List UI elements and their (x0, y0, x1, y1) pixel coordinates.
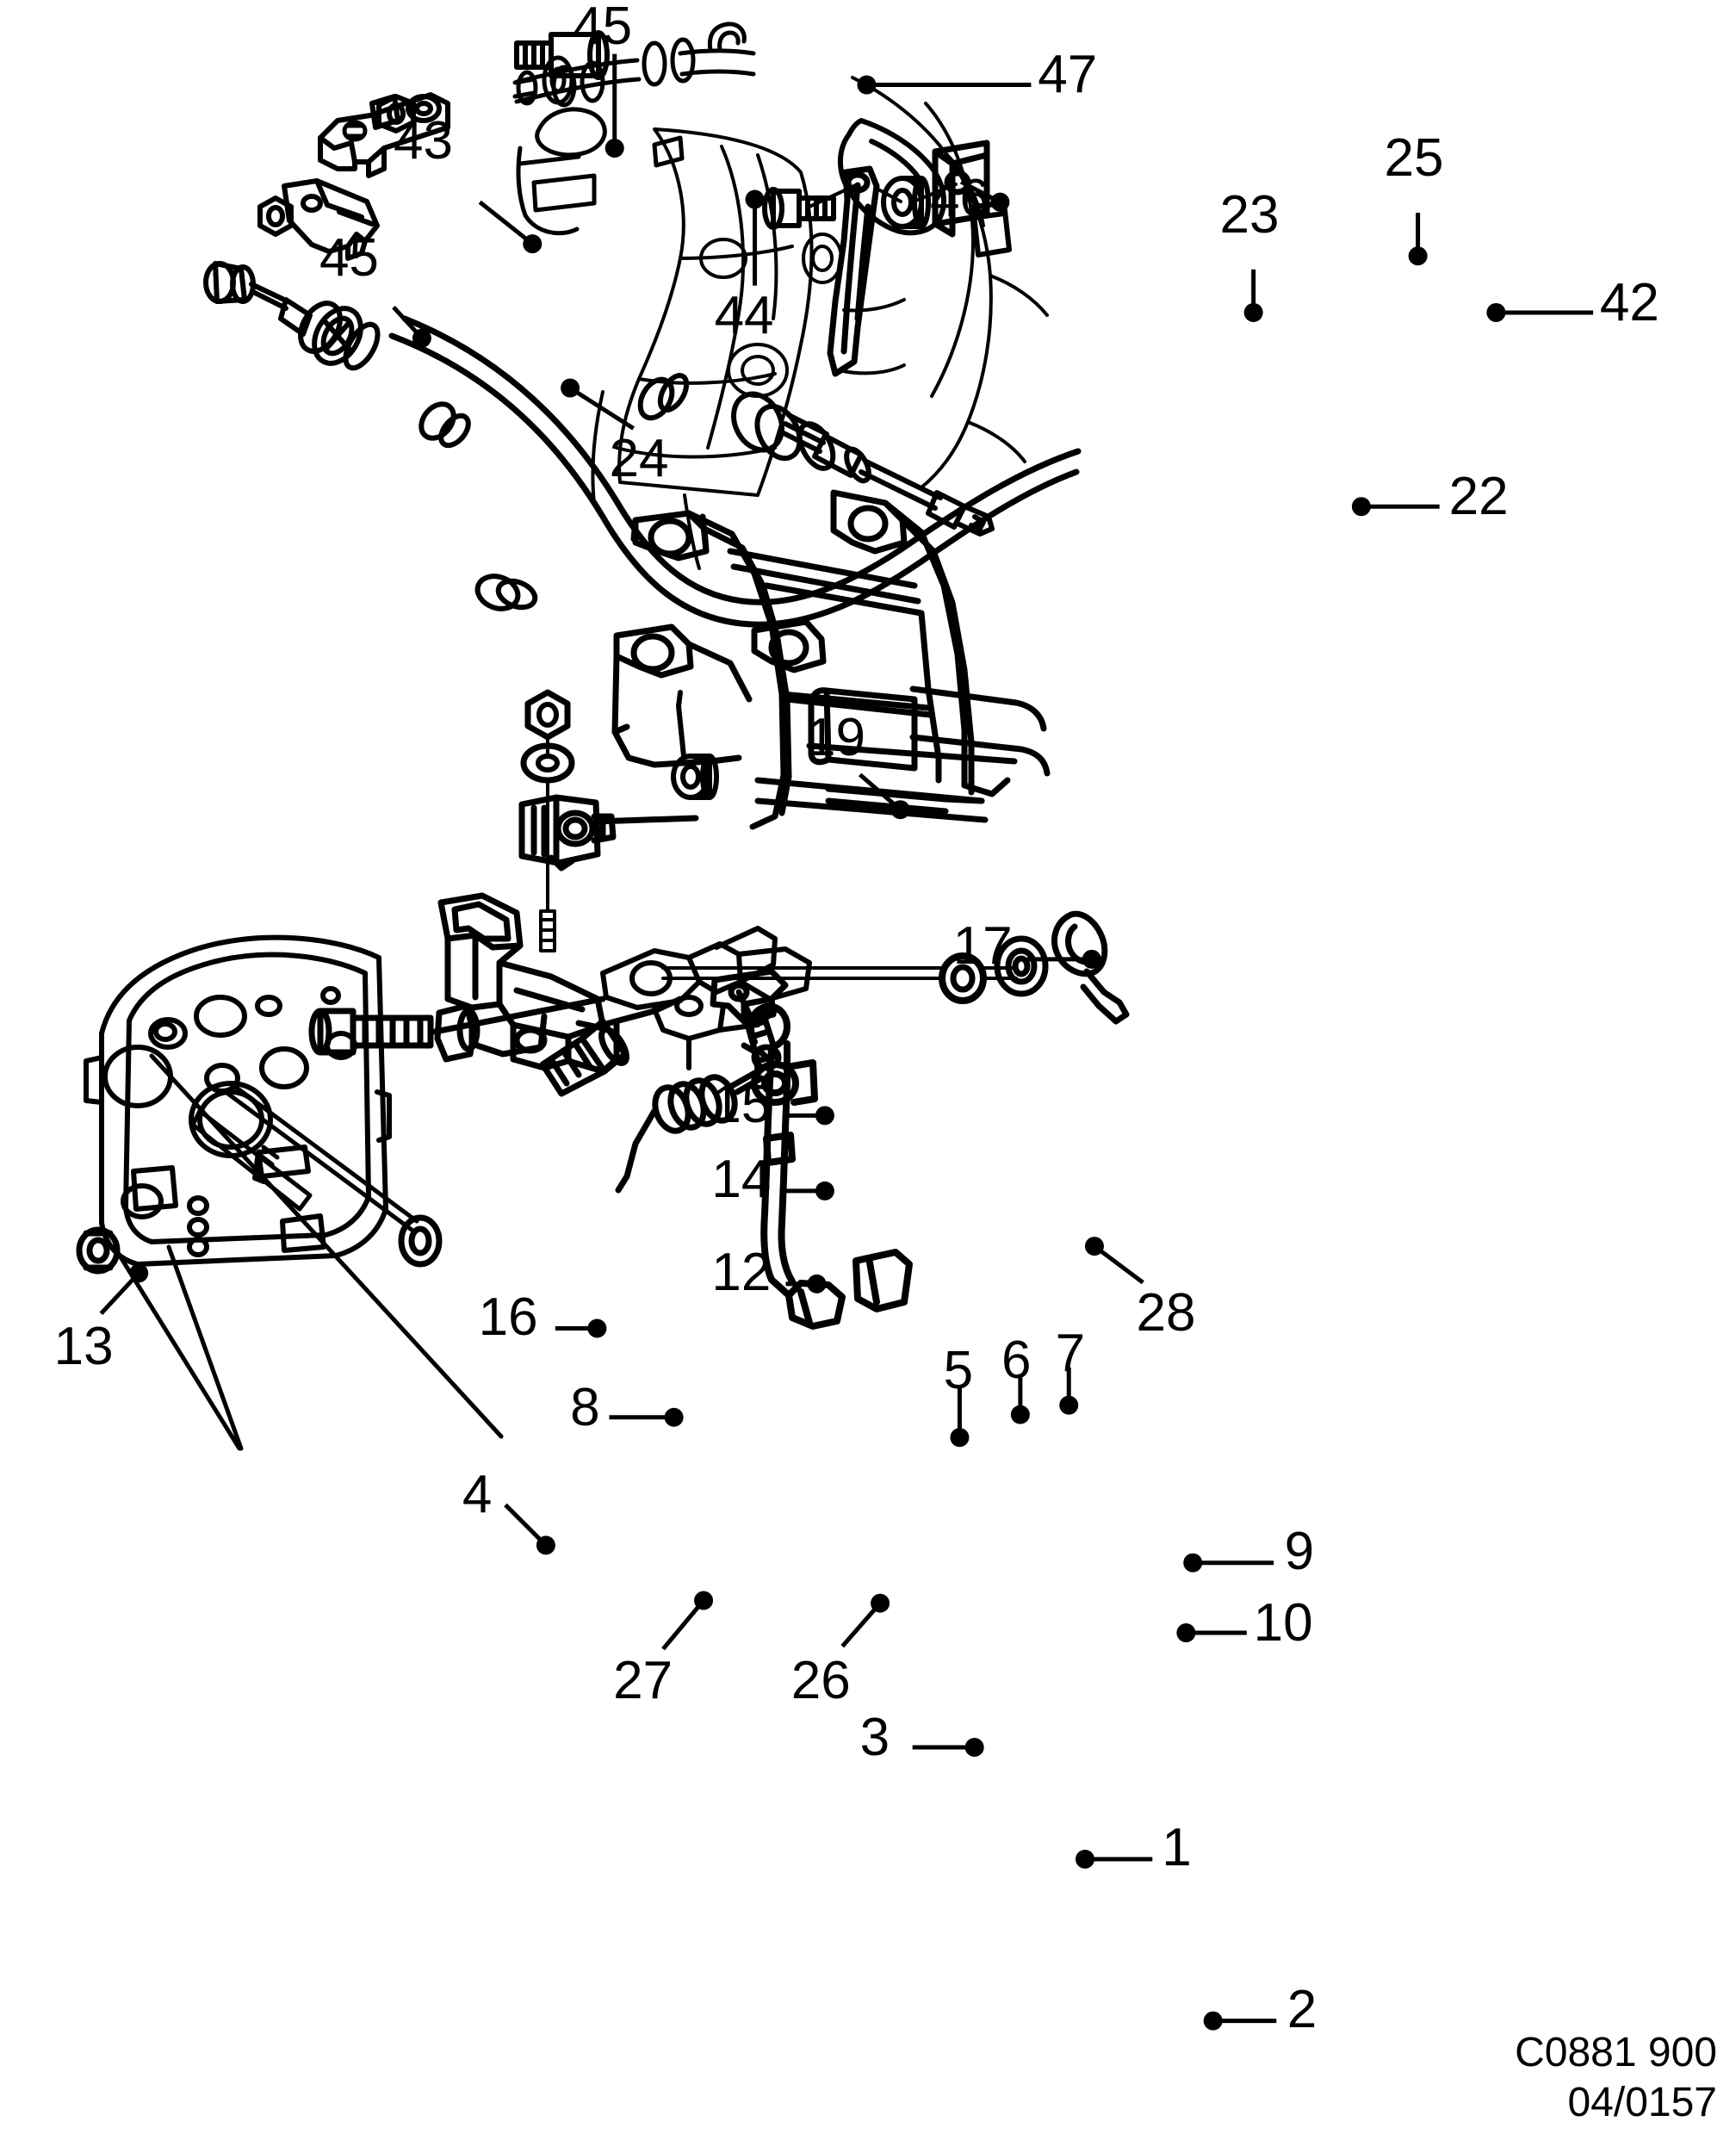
lock-nut-15 (528, 692, 567, 737)
cable-retainer-24 (282, 178, 380, 261)
callout-45-nut: 45 (319, 228, 379, 288)
pedal-pad-2 (852, 1249, 913, 1312)
callout-17-pedal-bracket: 17 (952, 916, 1013, 977)
callout-43-cable-bracket: 43 (394, 110, 453, 171)
bushing-16 (398, 1214, 443, 1268)
callout-44-bushing: 44 (714, 286, 774, 346)
callout-24-cable-retainer: 24 (609, 429, 669, 489)
grommet-13 (76, 1226, 121, 1275)
callout-19-clutch-cable: 19 (806, 708, 865, 767)
callout-15-lock-nut: 15 (711, 1074, 772, 1134)
callout-22-release-lever: 22 (1448, 466, 1509, 526)
callout-23-bolt: 23 (1219, 185, 1280, 245)
cable-end-right (731, 391, 995, 537)
bushing-28 (671, 690, 719, 800)
callout-27-bushing: 27 (613, 1651, 673, 1711)
cable-clamp-mid (418, 401, 471, 449)
washer-47 (542, 55, 574, 105)
callout-8-pedal-bracket-support: 8 (570, 1377, 600, 1437)
callout-1-clutch-pedal: 1 (1162, 1818, 1192, 1878)
callout-26-bolt: 26 (790, 1651, 851, 1711)
release-lever-22 (827, 165, 880, 377)
cotter-clip-7 (1051, 910, 1130, 1025)
bushing-25 (881, 176, 931, 229)
cable-clamp-lower (474, 574, 538, 611)
cable-end-left (203, 261, 381, 371)
drawing-code: C0881 900 (1515, 2030, 1717, 2075)
transmission-housing (591, 76, 1049, 570)
nut-45-lower (257, 195, 294, 237)
bolt-26 (539, 1018, 629, 1097)
revision-code: 04/0157 (1567, 2080, 1717, 2125)
callout-47-bolt: 47 (1038, 45, 1098, 105)
bushing-27 (434, 1002, 480, 1063)
callout-2-pedal-pad: 2 (1286, 1979, 1318, 2039)
clutch-cable-19 (203, 261, 1082, 628)
callout-14-washer: 14 (711, 1150, 772, 1210)
callout-10-screw: 10 (1253, 1592, 1313, 1653)
washer-6 (994, 935, 1049, 997)
callout-6-washer: 6 (1001, 1330, 1032, 1390)
callout-45-nut: 45 (573, 0, 633, 56)
callout-25-bushing: 25 (1384, 128, 1444, 189)
cable-clevis-12 (518, 794, 699, 872)
callout-16-bushing: 16 (478, 1287, 538, 1347)
callout-4-bolt: 4 (462, 1465, 493, 1525)
callout-46-bracket: 46 (930, 169, 989, 229)
callout-5-bushing: 5 (943, 1341, 974, 1401)
nut-45-upper (376, 94, 416, 133)
callout-28-bushing: 28 (1136, 1282, 1196, 1343)
retainer-plate-9 (710, 968, 789, 1025)
callout-7-cotter-clip: 7 (1055, 1323, 1086, 1383)
callout-13-grommet: 13 (53, 1317, 114, 1377)
small-bolt-43 (342, 120, 368, 142)
hydraulic-pipes (512, 22, 756, 108)
pedal-bracket-17 (611, 489, 1051, 830)
callout-42-clip: 42 (1599, 272, 1659, 332)
callout-3-return-spring: 3 (859, 1707, 890, 1767)
firewall-panel (84, 934, 392, 1267)
callout-9-retainer-plate: 9 (1284, 1521, 1315, 1581)
cable-clamp-upper (637, 373, 690, 421)
bolt-23 (762, 187, 836, 230)
callout-12-cable-clevis: 12 (711, 1243, 772, 1303)
